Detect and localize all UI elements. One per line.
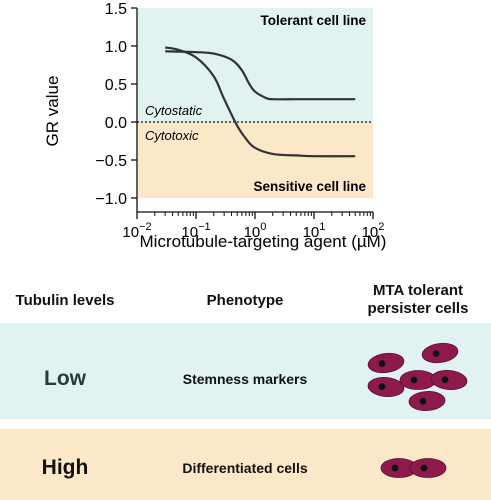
x-axis-label: Microtubule-targeting agent (µM) — [140, 232, 387, 251]
y-tick-label: 1.5 — [105, 1, 127, 18]
y-tick-label: 0.5 — [105, 77, 127, 94]
phenotype-high: Differentiated cells — [182, 460, 308, 476]
y-axis-label: GR value — [43, 76, 62, 147]
y-tick-label: −0.5 — [95, 153, 127, 170]
x-tick-label: 10−1 — [181, 221, 210, 241]
x-tick-label: 101 — [303, 221, 326, 241]
x-tick-label: 100 — [244, 221, 267, 241]
tubulin-level-low: Low — [44, 367, 86, 390]
cytostatic-label: Cytostatic — [145, 103, 203, 118]
header-persister-line-1: MTA tolerant — [373, 282, 463, 299]
sensitive-curve — [164, 46, 356, 158]
sensitive-cell-line-label: Sensitive cell line — [253, 179, 366, 194]
y-tick-label: 0.0 — [105, 115, 127, 132]
tolerant-cell-line-label: Tolerant cell line — [260, 13, 366, 28]
y-tick-label: −1.0 — [95, 191, 127, 208]
phenotype-low: Stemness markers — [182, 371, 308, 387]
tolerant-curve — [165, 50, 356, 101]
y-tick-label: 1.0 — [105, 39, 127, 56]
x-tick-label: 102 — [362, 221, 385, 241]
x-tick-label: 10−2 — [122, 221, 151, 241]
cytotoxic-label: Cytotoxic — [145, 128, 199, 143]
header-persister-line-2: persister cells — [367, 300, 469, 317]
tolerant-region-background — [137, 8, 373, 122]
tubulin-level-high: High — [41, 456, 89, 479]
sensitive-region-background — [137, 122, 373, 198]
header-phenotype: Phenotype — [206, 292, 284, 309]
header-persister-cells: MTA tolerant persister cells — [345, 282, 491, 318]
gr-chart: 1.5 1.0 0.5 0.0 −0.5 −1.0 10−2 10−1 100 101 102 To… — [43, 1, 387, 251]
header-tubulin-levels: Tubulin levels — [15, 292, 115, 309]
